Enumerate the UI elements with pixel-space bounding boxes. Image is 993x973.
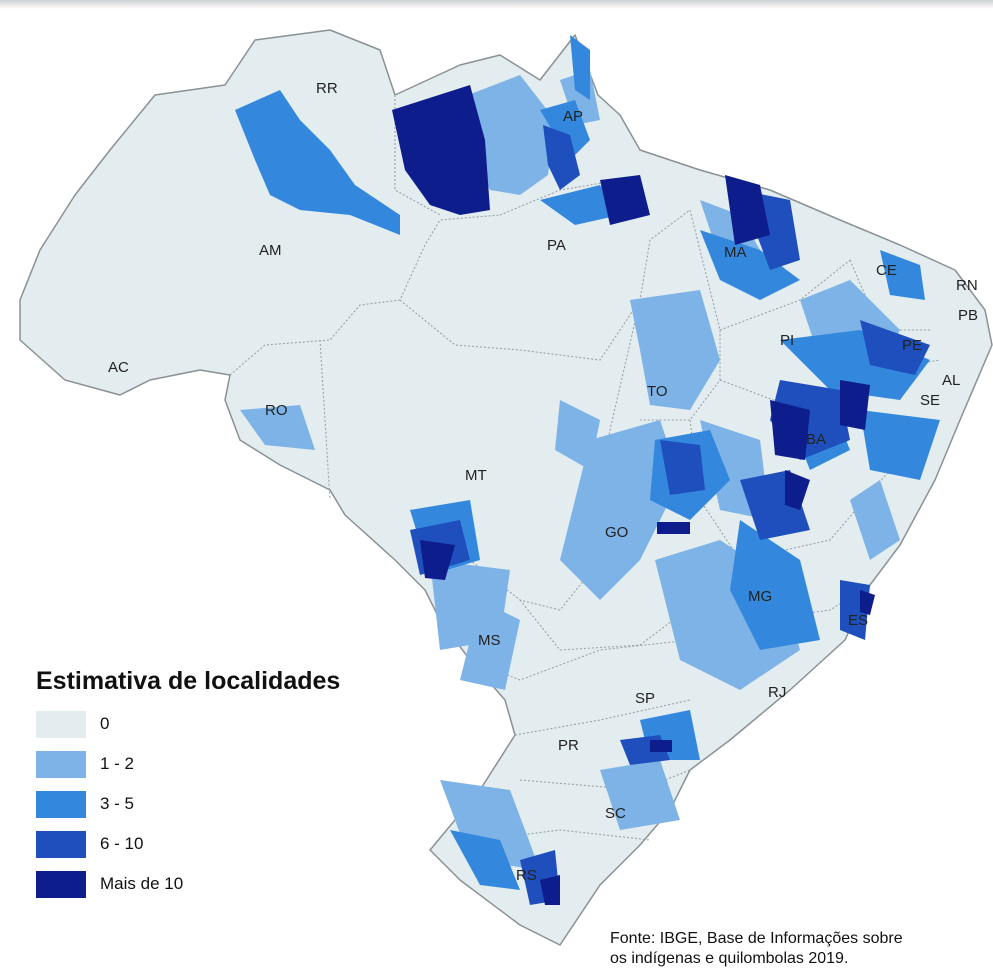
- source-line-2: os indígenas e quilombolas 2019.: [610, 950, 849, 967]
- source-line-1: Fonte: IBGE, Base de Informações sobre: [610, 930, 903, 947]
- legend-item: Mais de 10: [36, 864, 356, 904]
- source-note: Fonte: IBGE, Base de Informações sobre o…: [610, 929, 990, 969]
- legend-item: 1 - 2: [36, 744, 356, 784]
- state-label-al: AL: [942, 372, 960, 389]
- region-class-more-10: [392, 85, 875, 905]
- legend-item: 3 - 5: [36, 784, 356, 824]
- state-label-es: ES: [848, 612, 868, 629]
- legend-label: 6 - 10: [100, 834, 144, 853]
- state-label-ac: AC: [108, 359, 129, 376]
- state-label-go: GO: [605, 524, 628, 541]
- state-label-rj: RJ: [768, 684, 786, 701]
- state-label-ap: AP: [563, 108, 583, 125]
- state-label-pe: PE: [902, 337, 922, 354]
- legend-swatch: [36, 790, 86, 818]
- state-label-mt: MT: [465, 467, 487, 484]
- state-label-am: AM: [259, 242, 282, 259]
- legend-label: 3 - 5: [100, 794, 135, 813]
- state-label-ce: CE: [876, 262, 897, 279]
- state-label-pi: PI: [780, 332, 794, 349]
- state-labels: RR AP AM PA MA CE RN PB PI PE AL SE AC R…: [108, 80, 978, 884]
- state-label-sp: SP: [635, 690, 655, 707]
- legend-item: 0: [36, 704, 356, 744]
- state-label-ms: MS: [478, 632, 501, 649]
- legend-title: Estimativa de localidades: [36, 667, 341, 695]
- top-crop-strip: [0, 0, 993, 9]
- state-label-to: TO: [647, 383, 668, 400]
- state-label-rn: RN: [956, 277, 978, 294]
- legend-label: 0: [100, 714, 110, 733]
- legend-item: 6 - 10: [36, 824, 356, 864]
- legend: Estimativa de localidades 0 1 - 2 3 - 5 …: [36, 667, 356, 904]
- state-label-rs: RS: [516, 867, 537, 884]
- legend-swatch: [36, 710, 86, 738]
- state-label-sc: SC: [605, 805, 626, 822]
- legend-swatch: [36, 830, 86, 858]
- legend-swatch: [36, 750, 86, 778]
- legend-swatch: [36, 870, 86, 898]
- state-label-ro: RO: [265, 402, 288, 419]
- legend-label: Mais de 10: [100, 874, 184, 893]
- state-label-ba: BA: [806, 431, 826, 448]
- state-label-mg: MG: [748, 588, 772, 605]
- state-label-pa: PA: [547, 237, 566, 254]
- state-label-se: SE: [920, 392, 940, 409]
- state-label-rr: RR: [316, 80, 338, 97]
- state-label-pr: PR: [558, 737, 579, 754]
- legend-label: 1 - 2: [100, 754, 135, 773]
- region-class-3-5: [235, 35, 940, 890]
- state-label-ma: MA: [724, 244, 747, 261]
- state-label-pb: PB: [958, 307, 978, 324]
